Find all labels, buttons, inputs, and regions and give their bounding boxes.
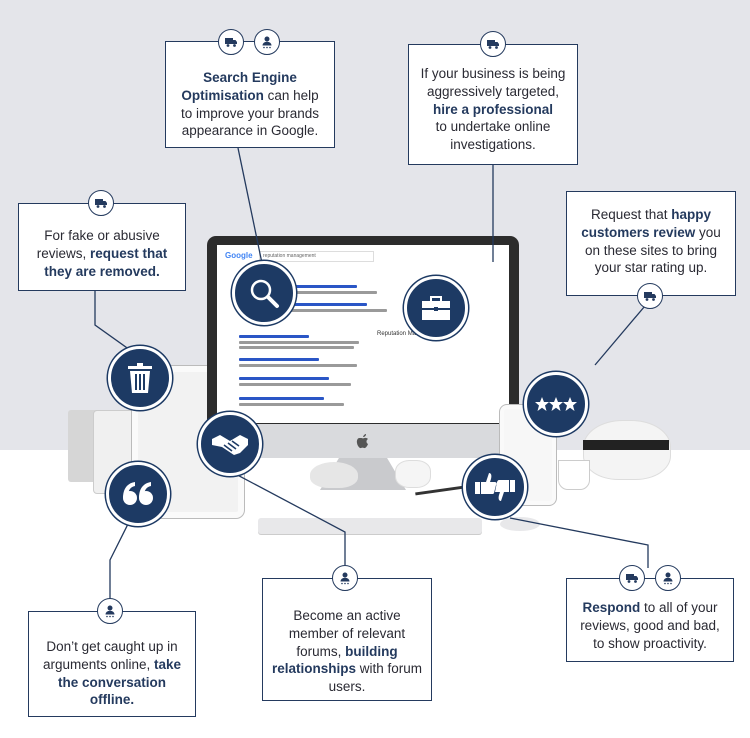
keyboard [258, 518, 482, 534]
card-happy-customers: Request that happy customers review you … [566, 191, 736, 296]
screen-panel-title: Reputation Management [377, 331, 443, 337]
cup [558, 460, 590, 490]
offline-bold: take the conversation offline. [57, 656, 182, 708]
magnifier-icon [250, 279, 279, 308]
badge-truck [480, 31, 506, 57]
screen-search-box: reputation management [259, 251, 374, 262]
truck-icon [626, 574, 638, 583]
bubble-respond [463, 455, 527, 519]
badge-person [97, 598, 123, 624]
fake-bold: request that they are removed. [44, 245, 168, 279]
trash-icon [128, 363, 152, 393]
teapot-band [583, 440, 669, 450]
result-line [277, 291, 377, 294]
bubble-happy-customers [524, 372, 588, 436]
truck-icon [225, 38, 237, 47]
result-line [277, 309, 387, 312]
badge-person [655, 565, 681, 591]
professional-text-pre: If your business is being aggressively t… [420, 66, 566, 99]
card-seo: Search Engine Optimisation can help to i… [165, 41, 335, 148]
happy-bold: happy customers review [581, 207, 712, 240]
card-offline: Don’t get caught up in arguments online,… [28, 611, 196, 717]
bubble-offline [106, 462, 170, 526]
forums-text-post: with forum users. [328, 661, 423, 695]
bird-figurine [310, 462, 358, 488]
professional-bold: hire a professional [432, 101, 554, 117]
card-forums: Become an active member of relevant foru… [262, 578, 432, 701]
result-line [239, 346, 354, 349]
mouse [500, 517, 540, 531]
seo-bold: Search Engine Optimisation [181, 70, 297, 103]
bubble-forums [198, 412, 262, 476]
person-icon [340, 572, 350, 585]
fake-text-pre: For fake or abusive reviews, [36, 228, 160, 261]
card-fake-reviews: For fake or abusive reviews, request tha… [18, 203, 186, 291]
badge-truck [218, 29, 244, 55]
result-line [239, 397, 324, 400]
quote-icon [123, 482, 153, 505]
seo-text: can help to improve your brands appearan… [180, 87, 320, 139]
badge-truck [619, 565, 645, 591]
respond-text-post: to all of your reviews, good and bad, to… [580, 600, 720, 651]
card-respond: Respond to all of your reviews, good and… [566, 578, 734, 662]
bubble-professional [404, 276, 468, 340]
truck-icon [487, 40, 499, 49]
respond-bold: Respond [582, 600, 641, 615]
bubble-fake-reviews [108, 346, 172, 410]
bubble-seo [232, 261, 296, 325]
truck-icon [95, 199, 107, 208]
forums-text-pre: Become an active member of relevant foru… [288, 608, 406, 659]
badge-person [332, 565, 358, 591]
result-line [277, 303, 367, 306]
card-professional: If your business is being aggressively t… [408, 44, 578, 165]
badge-person [254, 29, 280, 55]
result-line [239, 364, 357, 367]
apple-icon [356, 434, 368, 449]
happy-text-pre: Request that [590, 207, 672, 222]
professional-text-post: to undertake online investigations. [435, 119, 551, 153]
person-icon [663, 572, 673, 585]
result-line [239, 377, 329, 380]
offline-text-pre: Don’t get caught up in arguments online, [42, 639, 178, 672]
badge-truck [637, 283, 663, 309]
happy-text-post: you on these sites to bring your star ra… [584, 224, 721, 276]
result-line [239, 335, 309, 338]
crumpled-paper [395, 460, 431, 488]
result-line [239, 383, 351, 386]
result-line [239, 358, 319, 361]
screen-logo: Google [225, 251, 253, 260]
person-icon [105, 605, 115, 618]
person-icon [262, 36, 272, 49]
result-line [239, 341, 359, 344]
result-line [277, 285, 357, 288]
truck-icon [644, 292, 656, 301]
forums-bold: building relationships [271, 643, 398, 677]
briefcase-icon [422, 296, 450, 320]
result-line [239, 403, 344, 406]
handshake-icon [212, 435, 248, 455]
thumbs-icon [475, 473, 515, 501]
teapot [583, 420, 671, 480]
star-rating-icon [535, 397, 577, 411]
badge-truck [88, 190, 114, 216]
